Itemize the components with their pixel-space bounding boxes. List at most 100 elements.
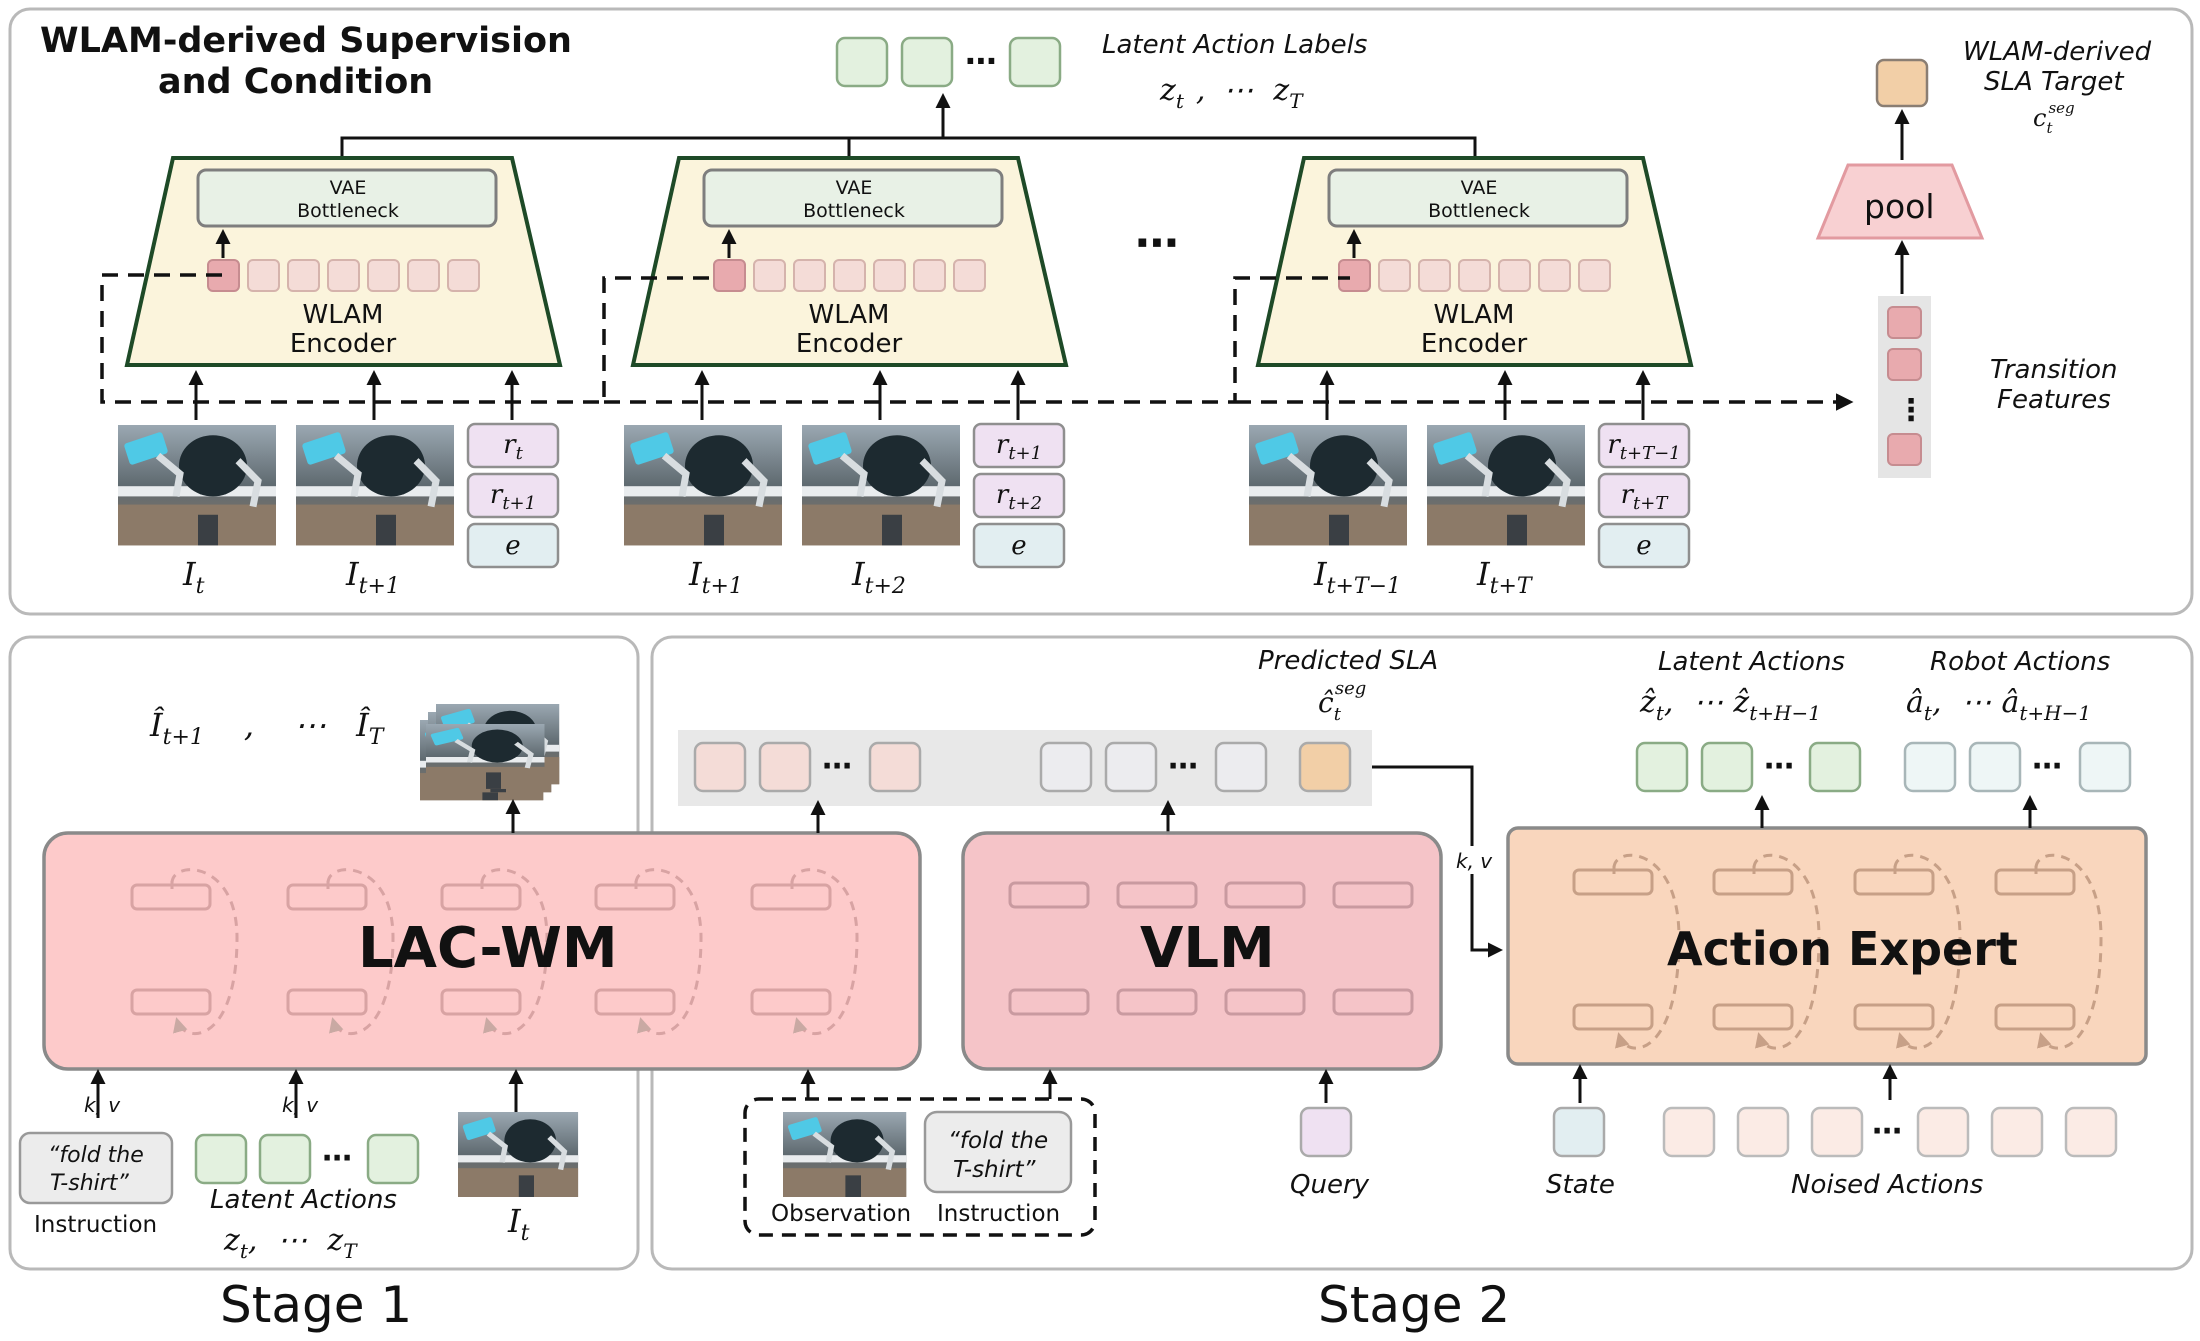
reward-token	[972, 472, 1066, 519]
inner-token	[1994, 1003, 2076, 1031]
encoder-token	[407, 259, 440, 292]
input-frame-image	[118, 425, 276, 545]
encoder-cls-token	[713, 259, 746, 292]
vae-label-line1: VAE	[836, 177, 873, 199]
vlm-inner-tokens	[1008, 881, 1414, 1016]
inner-token	[1224, 881, 1306, 909]
encoder-token	[1378, 259, 1411, 292]
kv-label-instruction: k, v	[84, 1093, 121, 1117]
vlm-query-ellipsis: ⋯	[1168, 749, 1198, 784]
input-frame-label: It+T−1	[1313, 555, 1401, 599]
inner-token	[1008, 881, 1090, 909]
reward-token-label: rt	[503, 430, 523, 464]
predicted-sla-token	[1298, 741, 1352, 793]
stage2-instruction-quote-line2: T-shirt”	[953, 1157, 1036, 1183]
noised-action-token	[1736, 1106, 1790, 1158]
query-token	[1299, 1106, 1353, 1158]
reward-token-label: rt+T	[1621, 480, 1670, 514]
robot-action-output-token	[1968, 741, 2022, 793]
encoder-token	[367, 259, 400, 292]
encoder-token	[913, 259, 946, 292]
input-frame-image	[624, 425, 782, 545]
label-token	[900, 36, 954, 88]
predicted-frames-labels: Ît+1,⋯ÎT	[149, 706, 386, 750]
pool-label: pool	[1864, 187, 1935, 226]
encoder-label-line2: Encoder	[1421, 329, 1528, 359]
encoder-token	[793, 259, 826, 292]
vae-label-line2: Bottleneck	[1428, 200, 1530, 222]
inner-token	[1116, 988, 1198, 1016]
inner-loop-arrow	[1893, 853, 1962, 1050]
vae-label-line2: Bottleneck	[297, 200, 399, 222]
query-label: Query	[1290, 1170, 1370, 1200]
noised-action-ellipsis: ⋯	[1872, 1114, 1902, 1149]
vae-bottleneck-box	[196, 168, 498, 228]
label-token-ellipsis: ⋯	[965, 42, 997, 80]
action-expert-inner-tokens	[1572, 853, 2103, 1050]
embodiment-token-label: e	[1636, 531, 1651, 561]
current-frame-image	[458, 1112, 578, 1197]
sla-target-line1: WLAM-derived	[1963, 37, 2152, 67]
vae-bottleneck-box	[702, 168, 1004, 228]
inner-token	[130, 988, 212, 1016]
reward-token	[466, 472, 560, 519]
sla-target-symbol: ctseg	[2033, 99, 2075, 137]
encoder-ellipsis: ⋯	[1135, 218, 1179, 269]
vae-label-line1: VAE	[1461, 177, 1498, 199]
pool-trapezoid	[1815, 163, 1985, 240]
embodiment-token	[1597, 522, 1691, 569]
latent-output-ellipsis: ⋯	[1764, 749, 1794, 784]
latent-actions-label: Latent Actions	[210, 1185, 397, 1215]
lac-wm-inner-tokens	[130, 868, 859, 1035]
latent-action-ellipsis: ⋯	[322, 1141, 352, 1176]
encoder-token	[1538, 259, 1571, 292]
noised-action-token	[2064, 1106, 2118, 1158]
observation-image	[783, 1112, 906, 1197]
vlm-text-token	[758, 741, 812, 793]
top-title-line1: WLAM-derived Supervision	[40, 21, 572, 61]
inner-loop-arrow	[1752, 853, 1821, 1050]
stage1-label: Stage 1	[220, 1276, 412, 1334]
noised-action-token	[1916, 1106, 1970, 1158]
transition-features-label-line2: Features	[1997, 385, 2111, 415]
kv-label-expert: k, v	[1456, 849, 1493, 873]
state-label: State	[1546, 1170, 1615, 1200]
vae-label-line1: VAE	[330, 177, 367, 199]
action-expert-block	[1506, 826, 2148, 1066]
noised-actions-label: Noised Actions	[1791, 1170, 1983, 1200]
latent-actions-zhat-labels: ẑt,⋯ẑt+H−1	[1639, 685, 1821, 725]
encoder-token	[1498, 259, 1531, 292]
encoder-token	[953, 259, 986, 292]
robot-actions-title: Robot Actions	[1930, 647, 2110, 677]
inner-token	[1853, 1003, 1935, 1031]
input-frame-image	[1249, 425, 1407, 545]
top-title-line2: and Condition	[158, 62, 433, 102]
predicted-sla-title: Predicted SLA	[1258, 646, 1438, 676]
latent-action-z-labels: zt,⋯zT	[1159, 73, 1304, 113]
input-frame-label: It	[182, 555, 205, 599]
embodiment-token-label: e	[505, 531, 520, 561]
transition-features-label-line1: Transition	[1990, 355, 2118, 385]
encoder-cls-token	[1338, 259, 1371, 292]
vlm-query-token	[1104, 741, 1158, 793]
inner-loop-arrow	[480, 868, 549, 1035]
inner-token	[750, 988, 832, 1016]
noised-action-token	[1662, 1106, 1716, 1158]
vlm-block	[961, 831, 1443, 1071]
vlm-query-token	[1214, 741, 1268, 793]
observation-label: Observation	[771, 1201, 911, 1227]
reward-token	[466, 422, 560, 469]
embodiment-token	[972, 522, 1066, 569]
latent-action-label-tokens: ⋯	[835, 36, 1062, 88]
encoder-label-line2: Encoder	[290, 329, 397, 359]
inner-token	[1224, 988, 1306, 1016]
encoder-token	[1458, 259, 1491, 292]
embodiment-token-label: e	[1011, 531, 1026, 561]
encoder-token	[327, 259, 360, 292]
encoder-token	[1418, 259, 1451, 292]
encoder-label-line1: WLAM	[808, 300, 889, 330]
lac-wm-label: LAC-WM	[358, 916, 618, 981]
latent-action-output-token	[1635, 741, 1689, 793]
